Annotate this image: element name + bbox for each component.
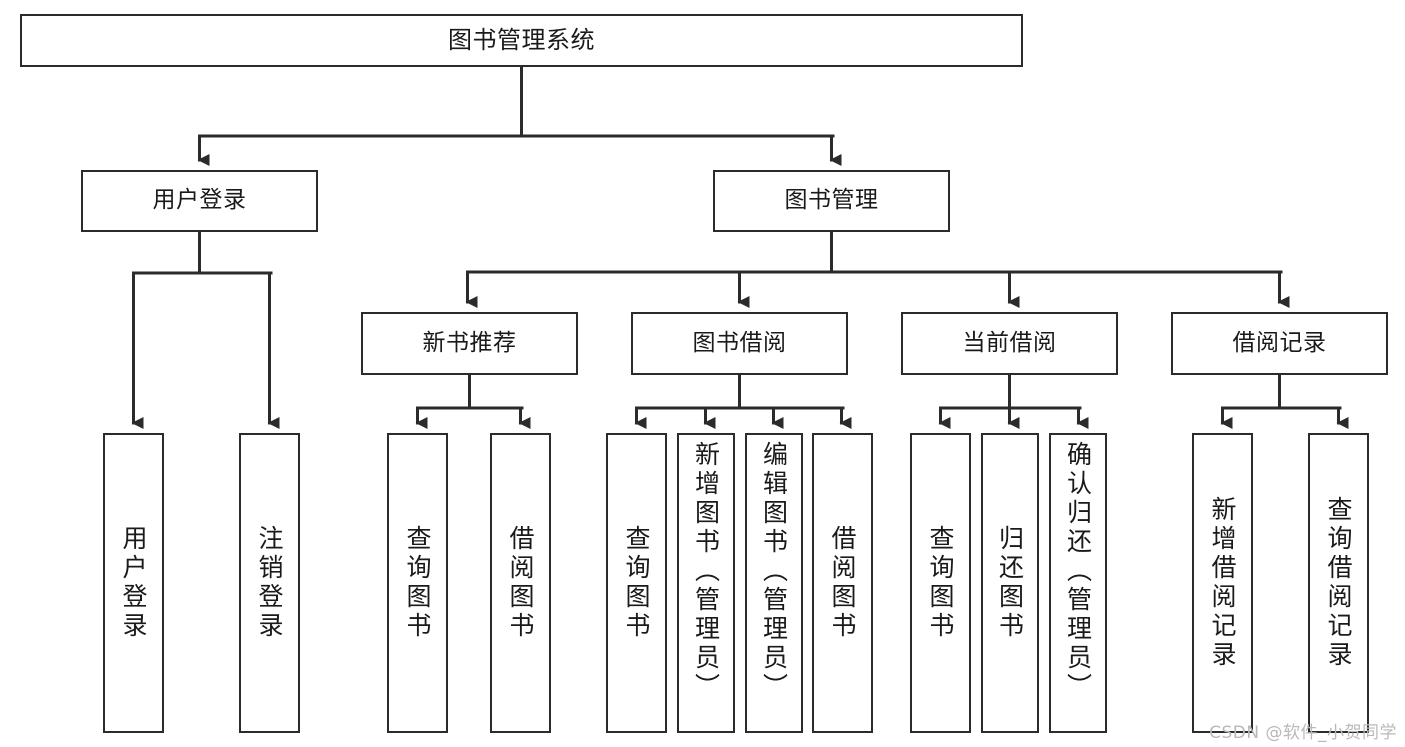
leaf-current-return-book-label: 归还图书 [995, 525, 1025, 641]
leaf-borrow-borrow-book[interactable]: 借阅图书 [812, 433, 873, 733]
node-current-borrow[interactable]: 当前借阅 [901, 312, 1118, 375]
leaf-recommend-borrow-book[interactable]: 借阅图书 [490, 433, 551, 733]
node-borrow-record-label: 借阅记录 [1232, 329, 1327, 356]
node-borrow-record[interactable]: 借阅记录 [1171, 312, 1388, 375]
leaf-borrow-borrow-book-label: 借阅图书 [828, 525, 857, 641]
node-book-management[interactable]: 图书管理 [713, 170, 950, 232]
leaf-borrow-add-book-label: 新增图书（管理员） [691, 441, 721, 702]
node-user-login[interactable]: 用户登录 [81, 170, 318, 232]
leaf-user-login-login-label: 用户登录 [119, 525, 148, 641]
leaf-current-query-book-label: 查询图书 [926, 525, 955, 641]
leaf-current-confirm-return[interactable]: 确认归还（管理员） [1049, 433, 1107, 733]
node-current-borrow-label: 当前借阅 [962, 329, 1057, 356]
node-user-login-label: 用户登录 [152, 187, 247, 214]
leaf-borrow-edit-book-label: 编辑图书（管理员） [759, 441, 789, 702]
leaf-recommend-query-book[interactable]: 查询图书 [387, 433, 448, 733]
node-book-management-label: 图书管理 [784, 187, 879, 214]
leaf-current-query-book[interactable]: 查询图书 [910, 433, 971, 733]
leaf-borrow-add-book[interactable]: 新增图书（管理员） [677, 433, 735, 733]
node-root-system-label: 图书管理系统 [448, 26, 595, 55]
leaf-record-query-record[interactable]: 查询借阅记录 [1308, 433, 1369, 733]
leaf-current-return-book[interactable]: 归还图书 [981, 433, 1039, 733]
leaf-user-login-logout[interactable]: 注销登录 [239, 433, 300, 733]
node-new-book-recommend[interactable]: 新书推荐 [361, 312, 578, 375]
leaf-user-login-logout-label: 注销登录 [255, 525, 284, 641]
leaf-borrow-edit-book[interactable]: 编辑图书（管理员） [745, 433, 803, 733]
leaf-record-query-record-label: 查询借阅记录 [1324, 496, 1353, 670]
leaf-current-confirm-return-label: 确认归还（管理员） [1063, 441, 1093, 702]
leaf-record-add-record-label: 新增借阅记录 [1208, 496, 1237, 670]
leaf-recommend-borrow-book-label: 借阅图书 [506, 525, 535, 641]
leaf-user-login-login[interactable]: 用户登录 [103, 433, 164, 733]
node-new-book-recommend-label: 新书推荐 [422, 329, 517, 356]
leaf-recommend-query-book-label: 查询图书 [403, 525, 432, 641]
node-book-borrow-label: 图书借阅 [692, 329, 787, 356]
leaf-borrow-query-book[interactable]: 查询图书 [606, 433, 667, 733]
watermark: CSDN @软件_小贺同学 [1209, 723, 1397, 743]
leaf-borrow-query-book-label: 查询图书 [622, 525, 651, 641]
node-book-borrow[interactable]: 图书借阅 [631, 312, 848, 375]
node-root-system[interactable]: 图书管理系统 [20, 14, 1023, 67]
leaf-record-add-record[interactable]: 新增借阅记录 [1192, 433, 1253, 733]
